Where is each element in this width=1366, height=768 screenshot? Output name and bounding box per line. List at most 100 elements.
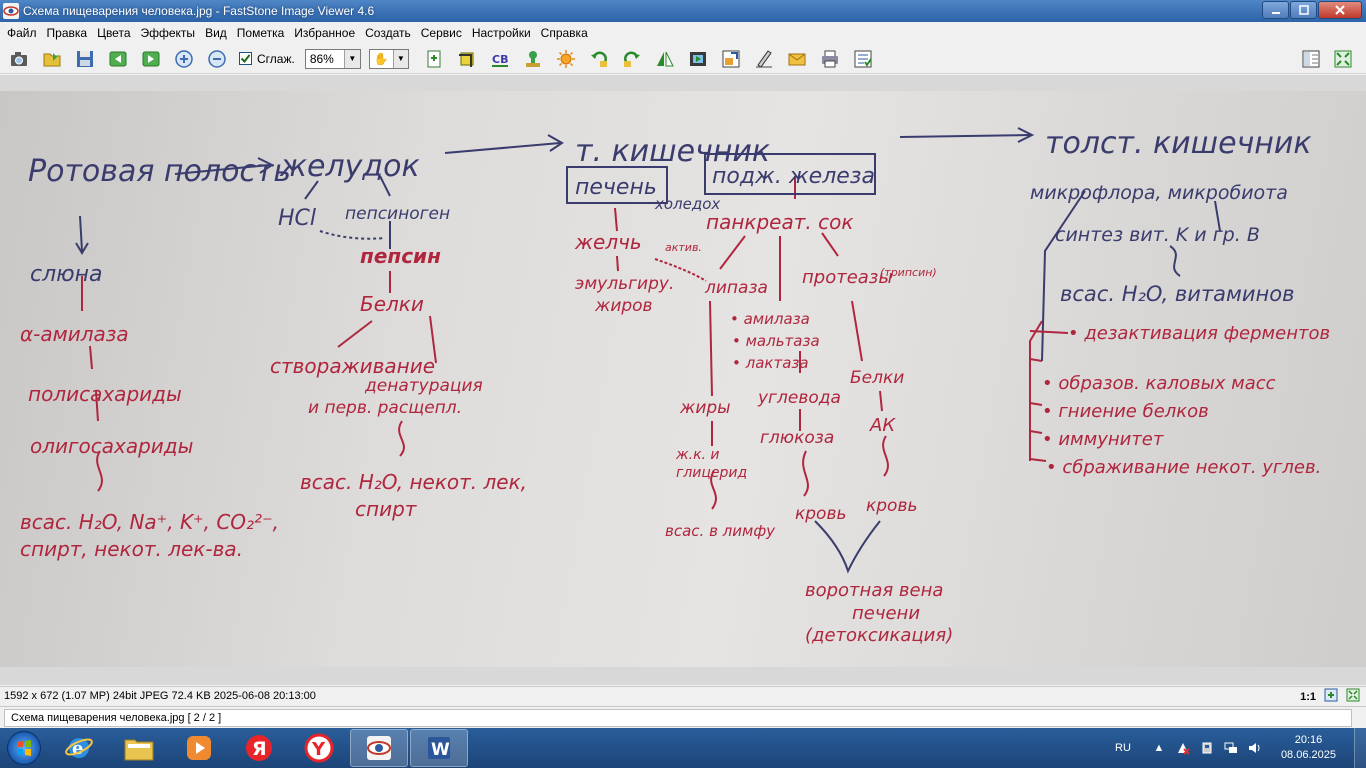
zoom-in-button[interactable] [173,48,195,70]
menu-favorites[interactable]: Избранное [294,26,356,40]
menu-tag[interactable]: Пометка [236,26,285,40]
fit-window-button[interactable] [1324,688,1338,705]
image-info-bar: 1592 x 672 (1.07 MP) 24bit JPEG 72.4 KB … [0,686,1366,704]
fullscreen-icon [1334,50,1352,68]
system-tray: RU ▲ 20:16 08.06.2025 [1115,728,1366,768]
smooth-checkbox[interactable]: Сглаж. [239,52,295,66]
clock[interactable]: 20:16 08.06.2025 [1281,733,1336,763]
menu-create[interactable]: Создать [365,26,411,40]
next-button[interactable] [140,48,162,70]
digestion-scheme-photo: Ротовая полость желудок т. кишечник толс… [0,91,1366,667]
flip-button[interactable] [654,48,676,70]
ph-pepsin: пепсин [360,244,441,268]
taskbar-app-media[interactable] [170,729,228,767]
crop-button[interactable] [456,48,478,70]
slideshow-button[interactable] [687,48,709,70]
show-hidden-icons-icon[interactable]: ▲ [1153,742,1165,754]
taskbar-app-ie[interactable]: e [50,729,108,767]
show-desktop-button[interactable] [1354,728,1366,768]
ph-amylase: α-амилаза [20,322,129,346]
stamp-button[interactable] [522,48,544,70]
open-button[interactable] [41,48,63,70]
arrow-left-icon [109,51,127,66]
usb-device-icon[interactable] [1199,740,1215,756]
taskbar-app-faststone[interactable] [350,729,408,767]
ph-pepsinogen: пепсиноген [345,204,450,224]
start-button[interactable] [0,728,48,768]
previous-button[interactable] [107,48,129,70]
checkmark-icon [240,54,251,64]
taskbar-app-yandex-browser[interactable]: Я [230,729,288,767]
ph-glucose: глюкоза [760,428,834,448]
title-bar[interactable]: Схема пищеварения человека.jpg - FastSto… [0,0,1366,22]
volume-icon[interactable] [1247,740,1263,756]
ph-emulsify-1: эмульгиру. [575,274,674,294]
chevron-down-icon: ▼ [343,49,360,68]
fullscreen-toggle-button[interactable] [1346,688,1360,705]
language-indicator[interactable]: RU [1115,742,1131,754]
maximize-button[interactable] [1290,1,1317,19]
sun-icon [556,49,575,68]
ph-first-split: и перв. расщепл. [308,398,462,418]
minimize-button[interactable] [1262,1,1289,19]
ph-fatty-acids-1: ж.к. и [675,447,720,463]
zoom-out-button[interactable] [206,48,228,70]
draw-button[interactable] [753,48,775,70]
save-button[interactable] [74,48,96,70]
zoom-select[interactable]: 86% ▼ [304,48,361,69]
chevron-down-icon: ▼ [392,49,408,68]
ph-polysaccharides: полисахариды [28,382,182,406]
ph-denaturation: денатурация [364,376,483,396]
ph-large-intestine: толст. кишечник [1045,126,1312,161]
pan-tool-select[interactable]: ✋ ▼ [368,48,409,69]
ph-proteases: протеазы [802,267,893,288]
actual-size-button[interactable]: 1:1 [1300,690,1316,703]
rotate-left-icon [590,51,607,67]
menu-settings[interactable]: Настройки [471,26,531,40]
menu-view[interactable]: Вид [205,26,227,40]
settings-button[interactable] [852,48,874,70]
image-viewer[interactable]: Ротовая полость желудок т. кишечник толс… [0,75,1366,685]
menu-tools[interactable]: Сервис [420,26,462,40]
resize-icon [722,50,740,67]
print-button[interactable] [819,48,841,70]
color-button[interactable]: CB [489,48,511,70]
menu-colors[interactable]: Цвета [97,26,131,40]
checkbox-box[interactable] [239,52,252,65]
maximize-icon [1298,5,1309,15]
rotate-left-button[interactable] [588,48,610,70]
resize-button[interactable] [720,48,742,70]
copy-to-button[interactable] [423,48,445,70]
menu-bar: Файл Правка Цвета Эффекты Вид Пометка Из… [0,22,1366,44]
ph-pancreas: подж. железа [712,164,875,189]
zoom-value: 86% [309,51,334,66]
thumbnails-button[interactable] [1300,48,1322,70]
browser-button[interactable] [8,48,30,70]
menu-help[interactable]: Справка [540,26,588,40]
fullscreen-button[interactable] [1332,48,1354,70]
open-folder-icon [43,52,61,66]
ph-fatty-acids-2: глицерид [676,465,747,481]
ph-stomach-absorb-1: всас. H₂O, некот. лек, [300,470,527,494]
save-disk-icon [77,50,93,67]
menu-edit[interactable]: Правка [46,26,88,40]
taskbar-app-word[interactable]: W [410,729,468,767]
brightness-button[interactable] [555,48,577,70]
action-center-icon[interactable] [1175,740,1191,756]
close-button[interactable] [1318,1,1362,19]
network-icon[interactable] [1223,740,1239,756]
flip-icon [656,51,674,66]
file-status-bar: Схема пищеварения человека.jpg [ 2 / 2 ] [0,706,1366,728]
taskbar-app-explorer[interactable] [110,729,168,767]
taskbar-app-yandex[interactable]: Y [290,729,348,767]
email-button[interactable] [786,48,808,70]
file-name-field: Схема пищеварения человека.jpg [ 2 / 2 ] [4,708,1352,727]
rotate-right-button[interactable] [621,48,643,70]
fullscreen-small-icon [1346,688,1360,702]
ph-curdling: створаживание [270,354,435,378]
menu-effects[interactable]: Эффекты [140,26,196,40]
ph-li-1: • дезактивация ферментов [1068,323,1330,344]
pen-icon [755,49,772,68]
internet-explorer-icon: e [65,738,93,759]
menu-file[interactable]: Файл [7,26,37,40]
